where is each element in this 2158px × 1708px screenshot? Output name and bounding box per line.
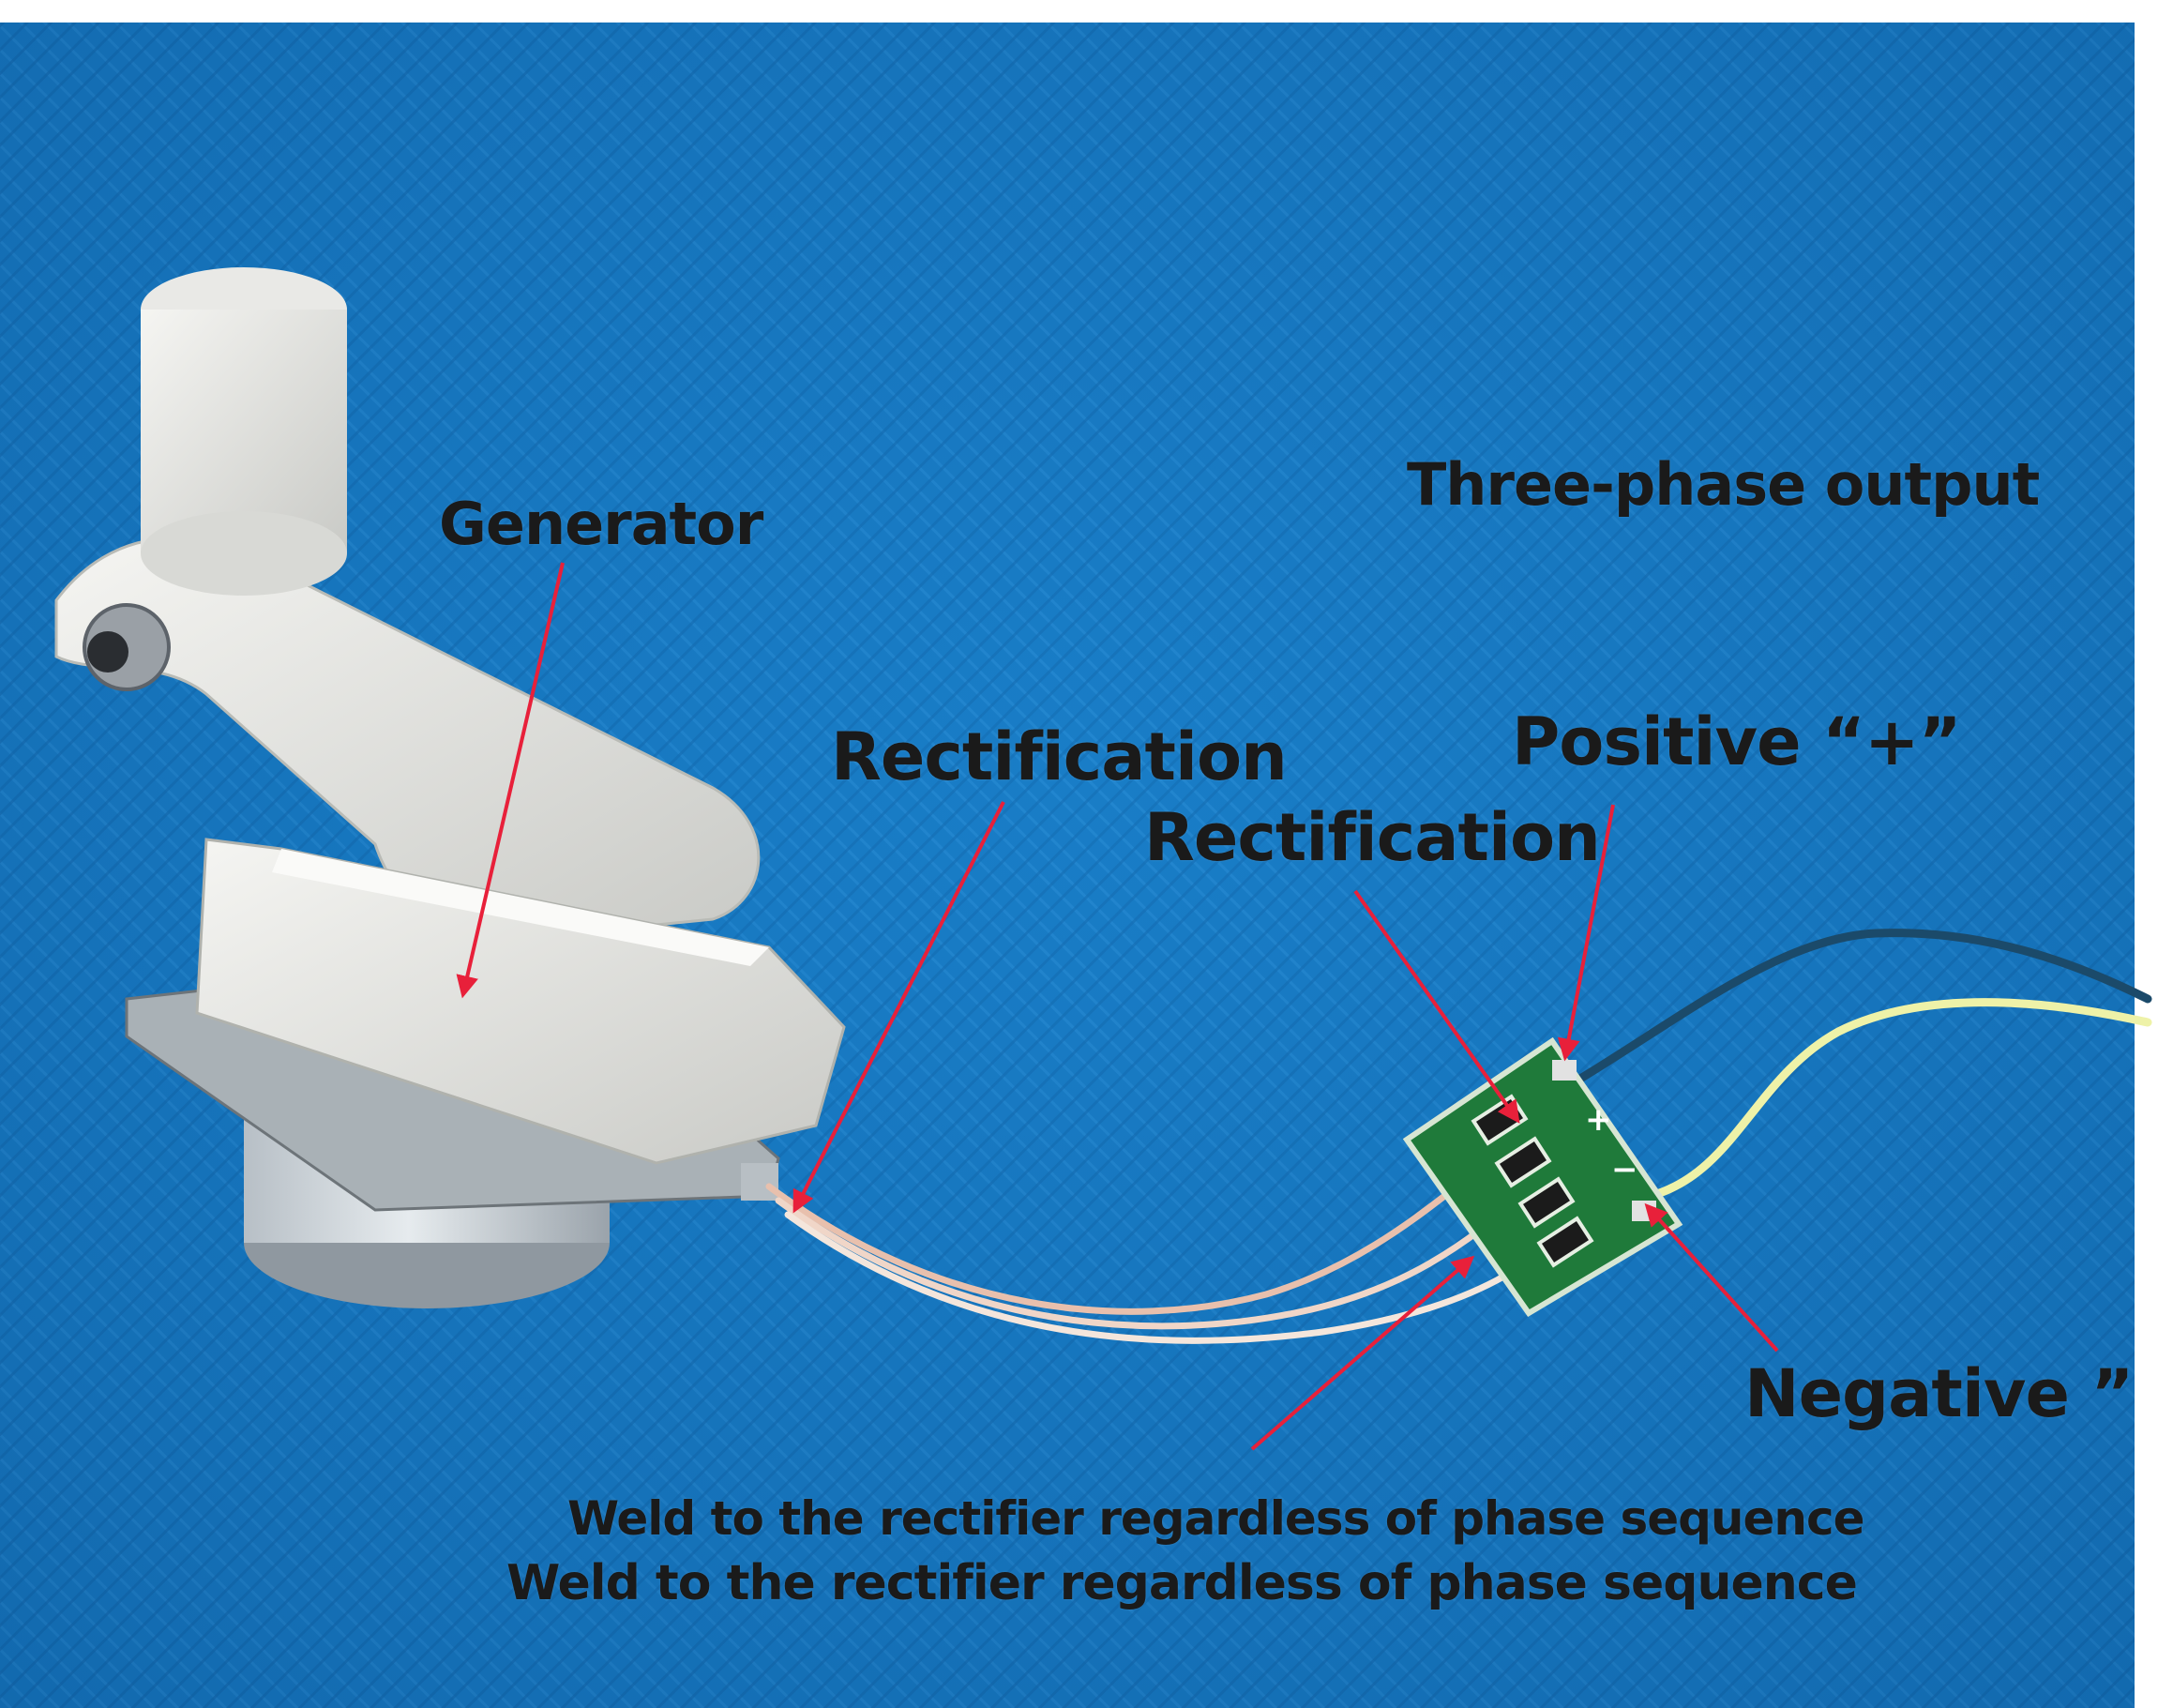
phase-wires xyxy=(765,1178,1509,1344)
label-negative: Negative ” xyxy=(1744,1355,2134,1432)
arrow-weld xyxy=(1250,1255,1475,1451)
label-generator: Generator xyxy=(439,490,763,558)
board-minus-mark: − xyxy=(1611,1151,1638,1188)
label-rectification-board: Rectification xyxy=(1144,799,1601,876)
arrow-generator xyxy=(456,562,565,999)
hand-crank-generator xyxy=(54,267,846,1308)
label-rectification-left: Rectification xyxy=(831,718,1288,795)
board-plus-mark: + xyxy=(1585,1101,1612,1139)
arrow-rectification-left xyxy=(792,801,1005,1214)
annotation-arrows xyxy=(456,562,1779,1451)
arrow-rectification-board xyxy=(1353,889,1520,1124)
arrow-positive xyxy=(1557,804,1615,1062)
output-wires xyxy=(1576,929,2152,1201)
label-positive: Positive “+” xyxy=(1512,703,1962,780)
label-weld-1: Weld to the rectifier regardless of phas… xyxy=(567,1491,1865,1546)
label-three-phase-output: Three-phase output xyxy=(1407,450,2040,519)
arrow-negative xyxy=(1644,1202,1779,1353)
label-weld-2: Weld to the rectifier regardless of phas… xyxy=(506,1555,1858,1611)
